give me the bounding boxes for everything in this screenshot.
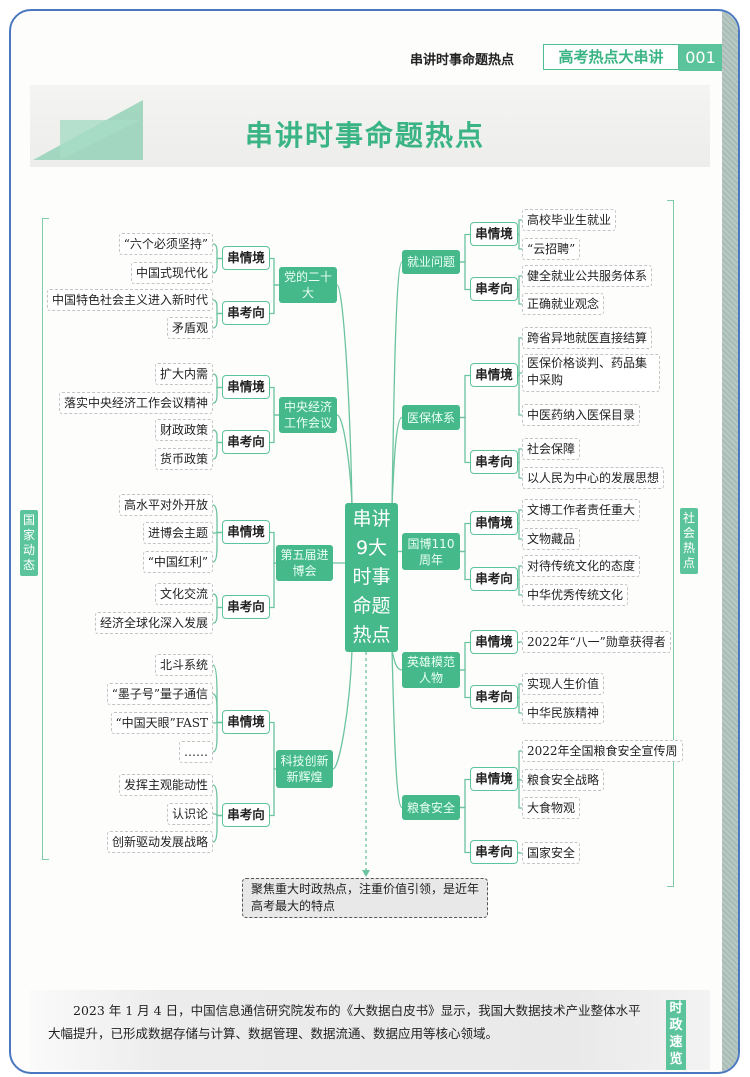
topic-leaf: 高校毕业生就业 — [522, 209, 617, 231]
topic-leaf: 中华优秀传统文化 — [522, 584, 629, 606]
branch-category: 串情境 — [470, 363, 518, 387]
topic-leaf: 2022年“八一”勋章获得者 — [522, 631, 671, 653]
topic-leaf: “中国天眼”FAST — [110, 712, 213, 734]
branch-category: 串考向 — [222, 301, 270, 325]
footer-band — [30, 990, 710, 1070]
branch-topic: 英雄模范人物 — [402, 652, 460, 688]
tag-national-affairs: 国家动态 — [20, 510, 38, 576]
page-number: 001 — [679, 44, 722, 71]
center-line: 9大 — [355, 537, 388, 559]
branch-topic: 中央经济工作会议 — [279, 397, 337, 433]
header-series-label: 高考热点大串讲 — [543, 44, 679, 70]
title-banner — [30, 85, 710, 167]
topic-leaf: …… — [179, 741, 213, 763]
topic-leaf: 发挥主观能动性 — [118, 774, 213, 796]
branch-category: 串考向 — [470, 840, 518, 864]
branch-category: 串情境 — [470, 767, 518, 791]
topic-leaf: 落实中央经济工作会议精神 — [58, 392, 213, 414]
topic-leaf: 健全就业公共服务体系 — [522, 265, 653, 287]
page-edge-strip — [722, 11, 738, 1072]
tag-news-brief: 时政速览 — [666, 1000, 686, 1070]
topic-leaf: 矛盾观 — [166, 317, 213, 339]
branch-category: 串情境 — [222, 520, 270, 544]
topic-leaf: 中国式现代化 — [130, 262, 213, 284]
topic-leaf: “六个必须坚持” — [118, 233, 213, 255]
topic-leaf: 对待传统文化的态度 — [522, 555, 641, 577]
topic-leaf: 文物藏品 — [522, 528, 581, 550]
paper-boat-decoration-2 — [60, 120, 140, 160]
topic-leaf: 社会保障 — [522, 438, 581, 460]
topic-leaf: 进博会主题 — [142, 522, 213, 544]
page-title: 串讲时事命题热点 — [244, 119, 485, 152]
topic-leaf: 创新驱动发展战略 — [106, 831, 213, 853]
branch-topic: 粮食安全 — [402, 795, 460, 820]
topic-leaf: 粮食安全战略 — [522, 769, 605, 791]
center-line: 热点 — [352, 624, 391, 646]
topic-leaf: 文博工作者责任重大 — [522, 499, 641, 521]
topic-leaf: 货币政策 — [154, 448, 213, 470]
callout-note: 聚焦重大时政热点，注重价值引领，是近年高考最大的特点 — [242, 878, 488, 918]
tag-social-hotspots: 社会热点 — [680, 508, 698, 574]
topic-leaf: 中华民族精神 — [522, 702, 605, 724]
topic-leaf: 实现人生价值 — [522, 673, 605, 695]
branch-category: 串考向 — [470, 450, 518, 474]
center-line: 时事 — [352, 566, 391, 588]
branch-category: 串情境 — [470, 630, 518, 654]
center-line: 串讲 — [352, 508, 391, 530]
topic-leaf: 北斗系统 — [154, 654, 213, 676]
branch-topic: 第五届进博会 — [276, 545, 333, 581]
branch-category: 串情境 — [222, 246, 270, 270]
topic-leaf: “云招聘” — [522, 238, 581, 260]
branch-category: 串情境 — [222, 710, 270, 734]
topic-leaf: 大食物观 — [522, 797, 581, 819]
topic-leaf: 国家安全 — [522, 842, 581, 864]
branch-category: 串考向 — [222, 595, 270, 619]
branch-category: 串考向 — [470, 685, 518, 709]
topic-leaf: “中国红利” — [142, 551, 213, 573]
header-section-title: 串讲时事命题热点 — [410, 53, 515, 68]
branch-topic: 医保体系 — [402, 405, 460, 430]
branch-topic: 科技创新新辉煌 — [276, 750, 333, 788]
branch-category: 串考向 — [222, 803, 270, 827]
branch-category: 串情境 — [470, 511, 518, 535]
footer-news-note: 2023 年 1 月 4 日，中国信息通信研究院发布的《大数据白皮书》显示，我国… — [48, 1003, 641, 1041]
branch-category: 串情境 — [222, 375, 270, 399]
center-line: 命题 — [352, 595, 391, 617]
topic-leaf: 医保价格谈判、药品集中采购 — [522, 354, 660, 392]
branch-category: 串情境 — [470, 222, 518, 246]
branch-topic: 国博110周年 — [402, 533, 460, 570]
topic-leaf: 中医药纳入医保目录 — [522, 404, 641, 426]
topic-leaf: 跨省异地就医直接结算 — [522, 327, 653, 349]
branch-category: 串考向 — [222, 430, 270, 454]
topic-leaf: 正确就业观念 — [522, 293, 605, 315]
topic-leaf: 文化交流 — [154, 583, 213, 605]
topic-leaf: 高水平对外开放 — [118, 494, 213, 516]
branch-category: 串考向 — [470, 277, 518, 301]
left-bracket — [42, 218, 49, 860]
branch-topic: 党的二十大 — [279, 267, 337, 303]
branch-topic: 就业问题 — [402, 250, 460, 274]
topic-leaf: 2022年全国粮食安全宣传周 — [522, 740, 683, 762]
topic-leaf: 认识论 — [166, 803, 213, 825]
topic-leaf: 财政政策 — [154, 419, 213, 441]
branch-category: 串考向 — [470, 567, 518, 591]
topic-leaf: 扩大内需 — [154, 363, 213, 385]
mindmap-center-node: 串讲 9大 时事 命题 热点 — [345, 503, 398, 652]
topic-leaf: “墨子号”量子通信 — [106, 683, 213, 705]
topic-leaf: 中国特色社会主义进入新时代 — [46, 289, 213, 311]
right-bracket — [667, 200, 674, 887]
topic-leaf: 经济全球化深入发展 — [94, 612, 213, 634]
topic-leaf: 以人民为中心的发展思想 — [522, 467, 665, 489]
